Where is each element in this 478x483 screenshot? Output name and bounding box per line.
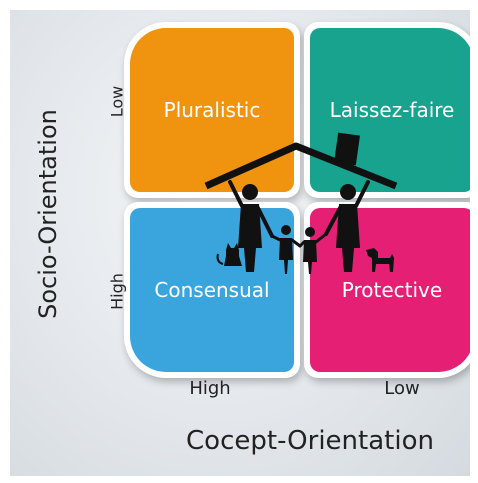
x-axis-title: Cocept-Orientation [186, 426, 434, 456]
quadrant-laissez-faire-label: Laissez-faire [310, 28, 470, 192]
quadrant-laissez-faire: Laissez-faire [304, 22, 470, 198]
quadrant-consensual: Consensual [124, 202, 300, 378]
quadrant-protective: Protective [304, 202, 470, 378]
quadrant-consensual-label: Consensual [130, 208, 294, 372]
y-axis-title: Socio-Orientation [34, 109, 62, 319]
y-axis-low-label: Low [107, 85, 127, 118]
x-axis-low-label: Low [384, 378, 420, 399]
quadrant-pluralistic: Pluralistic [124, 22, 300, 198]
x-axis-high-label: High [189, 378, 231, 399]
quadrant-protective-label: Protective [310, 208, 470, 372]
diagram-panel: Pluralistic Laissez-faire Consensual Pro… [10, 10, 470, 476]
y-axis-high-label: High [107, 273, 127, 310]
quadrant-pluralistic-label: Pluralistic [130, 28, 294, 192]
